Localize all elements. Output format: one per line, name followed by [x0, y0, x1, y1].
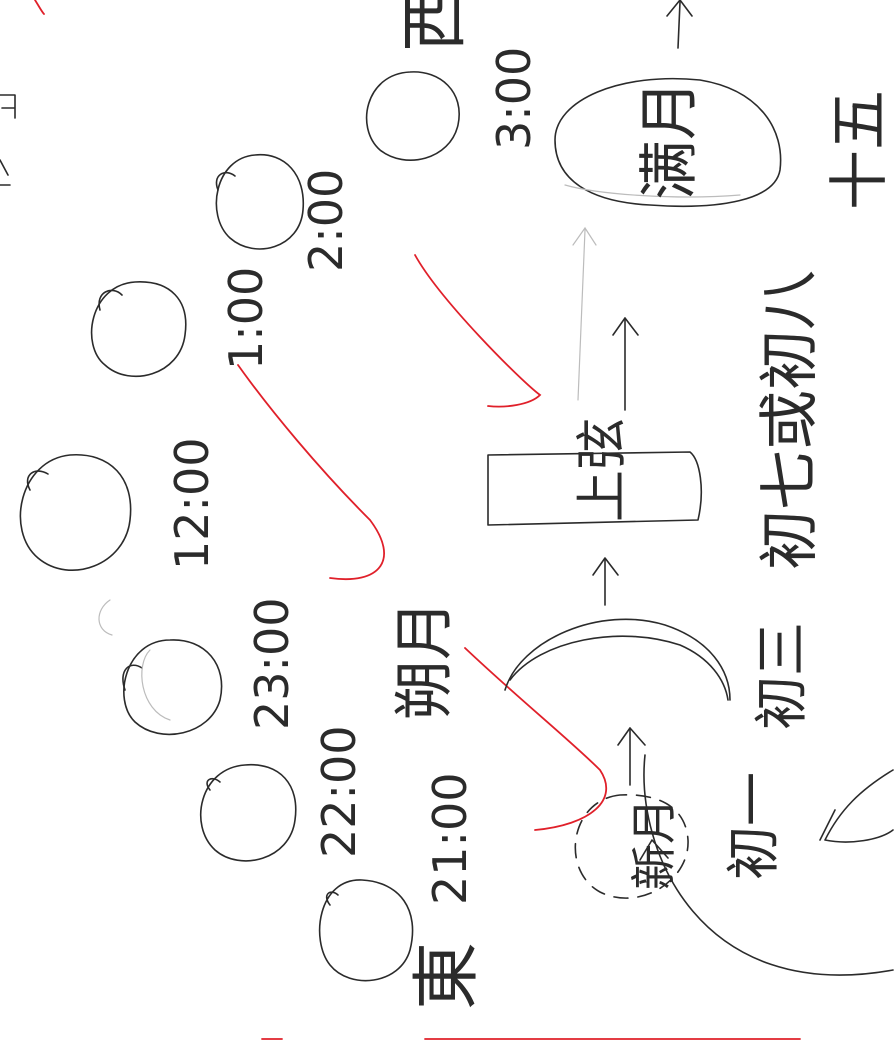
label-first-quarter: 上弦 — [573, 418, 633, 522]
red-arc-lower — [465, 648, 606, 830]
moon-circle-2100 — [320, 880, 413, 981]
label-2200: 22:00 — [312, 725, 366, 858]
label-east: 東 — [408, 942, 487, 1010]
crescent-moon-shape — [505, 619, 730, 700]
arrow-up-3 — [613, 318, 638, 410]
right-edge-shape — [820, 770, 893, 842]
label-300: 3:00 — [487, 47, 541, 150]
label-200: 2:00 — [299, 169, 353, 272]
label-day1: 初一 — [722, 772, 785, 880]
label-full-moon: 满月 — [635, 80, 705, 200]
label-100: 1:00 — [219, 267, 273, 370]
moon-circle-200 — [216, 155, 303, 249]
top-left-fragment — [0, 95, 15, 185]
red-arc-upper — [415, 255, 540, 407]
label-1200: 12:00 — [165, 437, 219, 570]
red-top-mark — [35, 0, 44, 14]
moon-circle-300 — [367, 72, 460, 160]
faint-connector — [573, 228, 596, 400]
label-day7-8: 初七或初八 — [755, 270, 825, 570]
arrow-up-1 — [618, 728, 645, 785]
label-day15: 十五 — [825, 90, 894, 210]
moon-circle-100 — [92, 282, 186, 376]
label-2300: 23:00 — [245, 597, 299, 730]
moon-circle-2200 — [201, 765, 296, 861]
label-day3: 初三 — [750, 622, 813, 730]
moon-circle-2300 — [123, 640, 222, 734]
arrow-up-4 — [667, 0, 692, 48]
red-arc-middle — [238, 365, 384, 579]
label-new-moon: 新月 — [627, 798, 681, 890]
label-crescent: 朔月 — [390, 600, 460, 720]
arrow-up-2 — [593, 558, 618, 605]
label-2100: 21:00 — [423, 772, 477, 905]
moon-circle-1200 — [20, 455, 130, 635]
label-west: 西 — [396, 0, 475, 52]
